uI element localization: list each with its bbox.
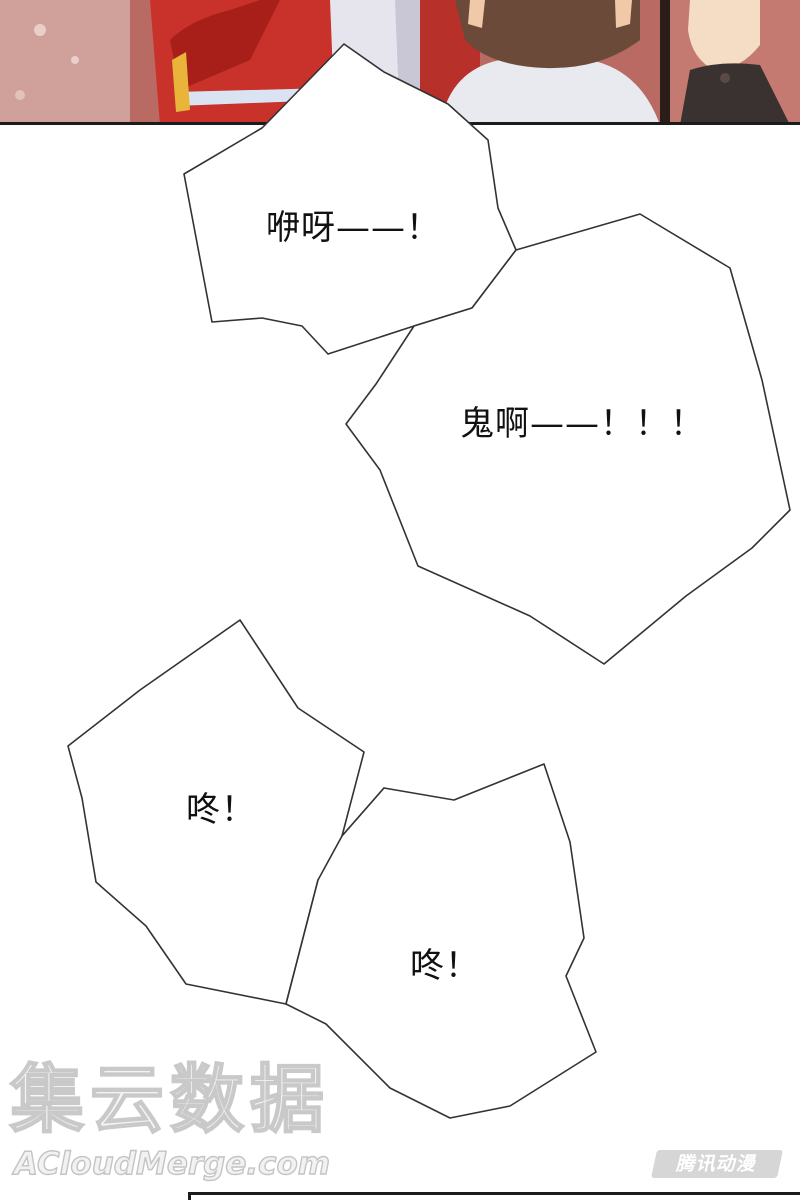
bokeh-light <box>34 24 46 36</box>
bokeh-light <box>15 90 25 100</box>
left-wall <box>0 0 130 122</box>
watermark-chinese: 集云数据 <box>9 1057 330 1143</box>
speech-bubble-1 <box>183 43 517 355</box>
gold-trim <box>172 52 190 112</box>
boy-ear <box>615 0 632 28</box>
boy-shirt <box>440 60 659 122</box>
publisher-logo: 腾讯动漫 <box>651 1150 783 1178</box>
right-character-face <box>688 0 760 70</box>
panel-divider <box>660 0 670 122</box>
boy-ear <box>468 0 485 28</box>
bubble-2-text: 鬼啊——！！！ <box>460 404 705 444</box>
watermark: 集云数据 ACloudMerge.com <box>9 1057 390 1190</box>
watermark-english: ACloudMerge.com <box>13 1145 331 1182</box>
speech-bubble-2 <box>345 213 791 665</box>
bubble-1-text: 咿呀——！ <box>266 208 441 248</box>
robe-fold <box>170 0 280 90</box>
bubble-3-text: 咚！ <box>186 790 256 830</box>
boy-hair <box>455 0 640 69</box>
bokeh-light <box>71 56 79 64</box>
right-character-button <box>720 73 730 83</box>
right-character-clothes <box>680 63 789 122</box>
next-panel-edge <box>188 1192 800 1200</box>
speech-bubble-4 <box>285 763 597 1119</box>
bubble-4-text: 咚！ <box>410 946 480 986</box>
